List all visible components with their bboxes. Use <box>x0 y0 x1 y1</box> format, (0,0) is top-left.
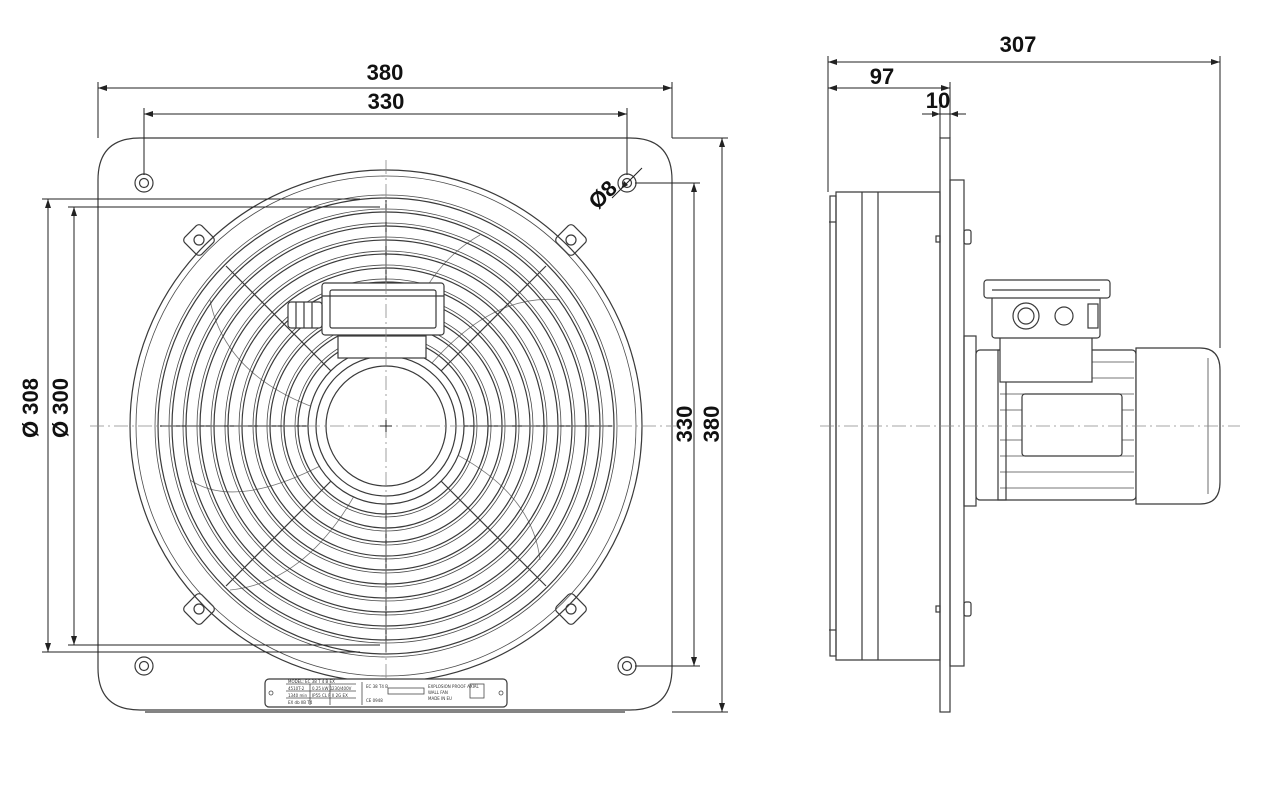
nameplate-code-a: 4510T-2 <box>288 686 305 691</box>
side-bolts <box>935 229 972 617</box>
cable-gland <box>287 301 323 329</box>
motor-mount <box>963 335 977 507</box>
dim-side-depth-97: 97 <box>870 64 894 89</box>
side-terminal-base <box>999 335 1093 383</box>
nameplate-addr-3: MADE IN EU <box>428 696 452 701</box>
nameplate-code-d: 1340 min <box>288 693 307 698</box>
dim-front-height-380: 380 <box>699 406 724 443</box>
dim-side-plate-10: 10 <box>926 88 950 113</box>
nameplate-code-e: IP55 CL F <box>312 693 331 698</box>
front-plate <box>97 137 673 711</box>
nameplate-addr-1: EXPLOSION PROOF AXIAL <box>428 684 479 689</box>
dim-diameter-308: Ø 308 <box>18 378 43 438</box>
front-dimensions: 380 330 Ø8 330 380 Ø 308 Ø 300 <box>18 60 728 713</box>
nameplate-code-c: 230/400V <box>332 686 352 691</box>
dim-front-width-330: 330 <box>368 89 405 114</box>
dim-diameter-300: Ø 300 <box>48 378 73 438</box>
side-terminal-box <box>983 279 1111 383</box>
side-dimensions: 307 97 10 <box>827 32 1221 348</box>
terminal-box <box>287 282 445 359</box>
side-terminal-lid <box>983 279 1111 299</box>
side-plate <box>939 137 951 713</box>
terminal-body <box>321 282 445 336</box>
dim-front-width-380: 380 <box>367 60 404 85</box>
nameplate-code-h: EC 38 T4 B <box>366 684 388 689</box>
side-plate-flange <box>949 179 965 667</box>
side-terminal-body <box>991 295 1101 339</box>
nameplate-model: MODEL: EC 38 T 4 B EX <box>288 679 335 684</box>
nameplate: MODEL: EC 38 T 4 B EX 4510T-2 0.25 kW 1 … <box>264 678 508 708</box>
dim-hole-diameter: Ø8 <box>583 175 621 213</box>
nameplate-code-f: II 2G EX <box>332 693 348 698</box>
dim-side-depth-307: 307 <box>1000 32 1037 57</box>
motor-fan-cover <box>1135 347 1221 505</box>
dim-front-height-330: 330 <box>672 406 697 443</box>
nameplate-code-g: EX db IIB T4 <box>288 700 313 705</box>
front-view: MODEL: EC 38 T 4 B EX 4510T-2 0.25 kW 1 … <box>90 137 680 713</box>
nameplate-addr-2: WALL FAN <box>428 690 448 695</box>
nameplate-code-b: 0.25 kW 1 <box>312 686 333 691</box>
motor-nameplate <box>1021 393 1123 457</box>
terminal-neck <box>337 335 427 359</box>
nameplate-code-i: CE 0948 <box>366 698 383 703</box>
side-view <box>820 137 1240 713</box>
